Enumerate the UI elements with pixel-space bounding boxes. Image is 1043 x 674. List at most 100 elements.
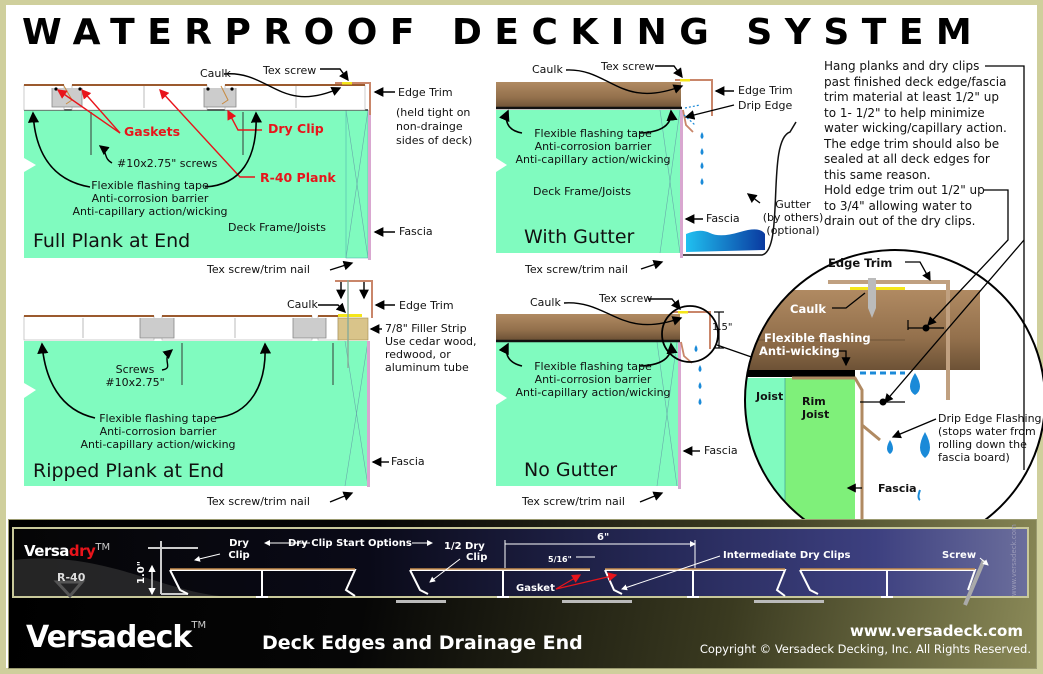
height-dimension: 1.0" (136, 561, 147, 584)
gutter-water (686, 229, 765, 252)
start-options-label: Dry Clip Start Options (288, 538, 412, 549)
label-edge-trim-note: (held tight on non-drainge sides of deck… (396, 106, 473, 147)
detail-drip-edge-4: fascia board) (938, 451, 1010, 464)
versadeck-brand: Versadeck (26, 620, 192, 655)
page-title: WATERPROOF DECKING SYSTEM (22, 12, 985, 53)
copyright: Copyright © Versadeck Decking, Inc. All … (699, 642, 1031, 656)
detail-edge-trim: Edge Trim (828, 256, 893, 270)
label-tex-screw: Tex screw (263, 64, 317, 77)
label-filler-4: aluminum tube (385, 361, 469, 374)
label-frame: Deck Frame/Joists (228, 221, 326, 234)
label-caulk: Caulk (532, 63, 563, 76)
label-edge-trim: Edge Trim (738, 84, 793, 97)
detail-drip-edge-2: (stops water from (938, 425, 1036, 438)
product-r40: R-40 (57, 571, 86, 584)
label-flashing-2: Anti-corrosion barrier (99, 425, 217, 438)
versadry-logo: VersadryTM (24, 542, 110, 560)
label-r40-plank: R-40 Plank (260, 170, 336, 185)
gasket-label: Gasket (516, 583, 555, 594)
label-flashing-3: Anti-capillary action/wicking (72, 205, 228, 218)
label-frame: Deck Frame/Joists (533, 185, 631, 198)
panel-heading: With Gutter (524, 226, 635, 248)
detail-drip-edge-1: Drip Edge Flashing (938, 412, 1042, 425)
label-screws-2: #10x2.75" (105, 376, 165, 389)
detail-magnified (744, 65, 1043, 551)
label-gutter-1: Gutter (775, 198, 811, 211)
panel-heading: Full Plank at End (33, 230, 191, 252)
label-gutter-3: (optional) (766, 224, 820, 237)
label-tex-screw-nail: Tex screw/trim nail (207, 495, 310, 508)
website-link[interactable]: www.versadeck.com (849, 622, 1023, 640)
label-flashing-2: Anti-corrosion barrier (534, 373, 652, 386)
label-caulk: Caulk (287, 298, 318, 311)
label-tex-screw: Tex screw (599, 292, 653, 305)
detail-rim-joist-1: Rim (802, 395, 826, 408)
label-flashing-1: Flexible flashing tape (534, 360, 652, 373)
versadry-logo-b: dry (68, 542, 96, 560)
banner-subtitle: Deck Edges and Drainage End (262, 632, 583, 654)
detail-flexible-flashing: Flexible flashing (764, 331, 871, 345)
panel-heading: No Gutter (524, 459, 618, 481)
label-gutter-2: (by others) (762, 211, 824, 224)
side-url: www.versadeck.com (1010, 524, 1018, 596)
label-tex-screw-nail: Tex screw/trim nail (525, 263, 628, 276)
half-clip-label-1: 1/2 Dry (444, 541, 485, 552)
five-sixteenths-label: 5/16" (548, 555, 572, 564)
note-hold-edge-trim: Hold edge trim out 1/2" up to 3/4" allow… (824, 183, 985, 228)
label-flashing-2: Anti-corrosion barrier (91, 192, 209, 205)
label-tex-screw-nail: Tex screw/trim nail (522, 495, 625, 508)
label-flashing-3: Anti-capillary action/wicking (515, 386, 671, 399)
label-caulk: Caulk (530, 296, 561, 309)
label-flashing-1: Flexible flashing tape (91, 179, 209, 192)
label-fascia: Fascia (391, 455, 425, 468)
label-flashing-2: Anti-corrosion barrier (534, 140, 652, 153)
label-drip-edge: Drip Edge (738, 99, 793, 112)
zoom-circle (661, 305, 719, 363)
label-fascia: Fascia (399, 225, 433, 238)
detail-drip-edge-3: rolling down the (938, 438, 1027, 451)
label-edge-trim: Edge Trim (398, 86, 453, 99)
label-filler-1: 7/8" Filler Strip (385, 322, 467, 335)
label-gaskets: Gaskets (124, 124, 181, 139)
panel-ripped-plank (23, 280, 395, 503)
label-caulk: Caulk (200, 67, 231, 80)
joist-area (24, 110, 370, 258)
screw-label: Screw (942, 550, 977, 561)
detail-joist: Joist (756, 390, 784, 403)
fascia-board (368, 110, 371, 260)
dry-clip-label-2: Clip (228, 550, 250, 561)
detail-rim-joist-2: Joist (802, 408, 830, 421)
note-hang-planks: Hang planks and dry clips past finished … (824, 59, 1007, 182)
label-screws: #10x2.75" screws (117, 157, 218, 170)
label-filler-2: Use cedar wood, (385, 335, 477, 348)
label-flashing-1: Flexible flashing tape (99, 412, 217, 425)
label-flashing-1: Flexible flashing tape (534, 127, 652, 140)
label-tex-screw-nail: Tex screw/trim nail (207, 263, 310, 276)
gutter-shape (683, 121, 797, 256)
plank-profile (496, 82, 681, 108)
six-inch-label: 6" (597, 532, 610, 543)
product-strip (12, 527, 1029, 598)
filler-strip (337, 317, 369, 341)
detail-anti-wicking: Anti-wicking (759, 344, 840, 358)
versadeck-tm: TM (191, 620, 207, 631)
dry-clip-label-1: Dry (229, 538, 249, 549)
label-fascia: Fascia (704, 444, 738, 457)
detail-caulk: Caulk (790, 302, 826, 316)
label-fascia: Fascia (706, 212, 740, 225)
label-dimension: 1.5" (712, 322, 733, 333)
label-flashing-3: Anti-capillary action/wicking (515, 153, 671, 166)
label-filler-3: redwood, or (385, 348, 451, 361)
versadry-logo-a: Versa (24, 542, 69, 560)
versadry-tm: TM (95, 542, 111, 553)
label-flashing-3: Anti-capillary action/wicking (80, 438, 236, 451)
panel-full-plank (23, 68, 395, 271)
label-tex-screw: Tex screw (601, 60, 655, 73)
panel-with-gutter (496, 65, 797, 270)
label-edge-trim: Edge Trim (399, 299, 454, 312)
label-screws-1: Screws (115, 363, 155, 376)
detail-fascia: Fascia (878, 482, 917, 495)
label-dry-clip: Dry Clip (268, 121, 324, 136)
